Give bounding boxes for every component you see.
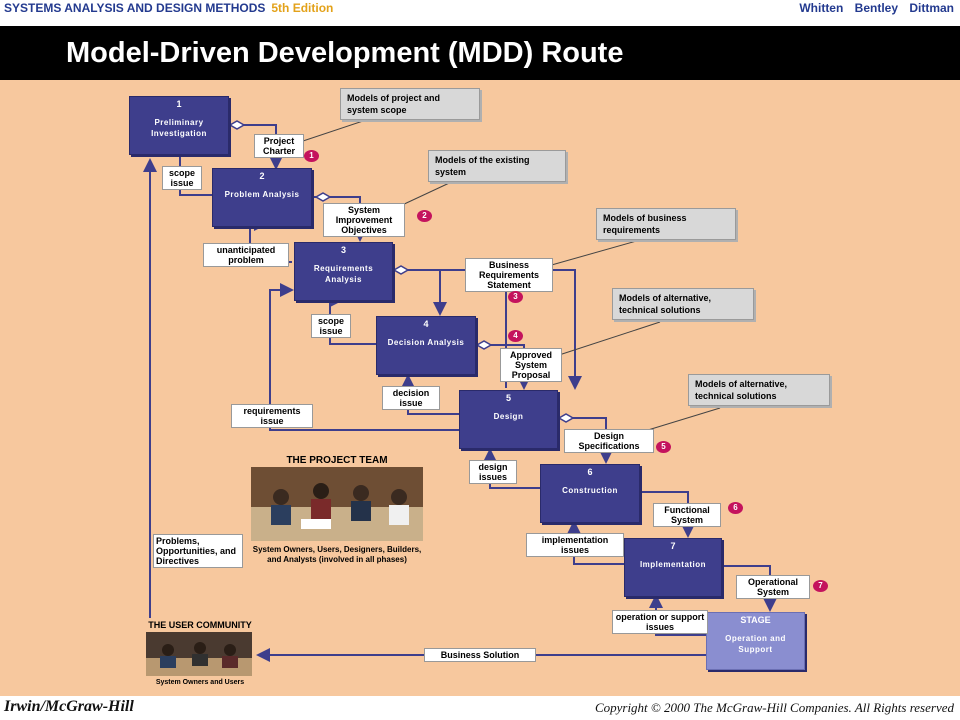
publisher: Irwin/McGraw-Hill xyxy=(4,698,134,715)
phase-requirements-analysis: 3 Requirements Analysis xyxy=(294,242,393,301)
user-community-photo xyxy=(146,632,252,676)
deliverable-badge-3: 3 xyxy=(508,291,523,303)
phase-problem-analysis: 2 Problem Analysis xyxy=(212,168,312,227)
phase-construction: 6 Construction xyxy=(540,464,640,523)
phase-name: Design xyxy=(493,412,524,421)
stage-operation-and-support: STAGE Operation and Support xyxy=(706,612,805,670)
feedback-design-issues: design issues xyxy=(469,460,517,484)
note-business-requirements: Models of business requirements xyxy=(596,208,736,240)
slide-title-bar: Model-Driven Development (MDD) Route xyxy=(0,26,960,80)
footer: Irwin/McGraw-Hill Copyright © 2000 The M… xyxy=(0,696,960,720)
phase-number: 7 xyxy=(670,541,676,551)
note-alternative-solutions-2: Models of alternative, technical solutio… xyxy=(688,374,830,406)
feedback-unanticipated-problem: unanticipated problem xyxy=(203,243,289,267)
book-name: SYSTEMS ANALYSIS AND DESIGN METHODS xyxy=(4,1,266,15)
copyright: Copyright © 2000 The McGraw-Hill Compani… xyxy=(594,700,954,715)
feedback-scope-issue-2: scope issue xyxy=(311,314,351,338)
project-team-caption: System Owners, Users, Designers, Builder… xyxy=(252,545,422,564)
deliverable-design-specifications: Design Specifications xyxy=(564,429,654,453)
book-title: SYSTEMS ANALYSIS AND DESIGN METHODS 5th E… xyxy=(4,0,333,16)
deliverable-system-improvement-objectives: System Improvement Objectives xyxy=(323,203,405,237)
project-team-photo xyxy=(251,467,423,541)
phase-decision-analysis: 4 Decision Analysis xyxy=(376,316,476,375)
phase-name: Construction xyxy=(562,486,618,495)
deliverable-badge-7: 7 xyxy=(813,580,828,592)
meeting-photo-icon xyxy=(251,467,423,541)
business-solution-label: Business Solution xyxy=(424,648,536,662)
stage-name: Operation and Support xyxy=(725,634,786,654)
feedback-operation-support-issues: operation or support issues xyxy=(612,610,708,634)
edition: 5th Edition xyxy=(271,1,334,15)
top-bar: SYSTEMS ANALYSIS AND DESIGN METHODS 5th E… xyxy=(0,0,960,18)
feedback-implementation-issues: implementation issues xyxy=(526,533,624,557)
phase-number: 5 xyxy=(505,393,511,403)
feedback-problems-opportunities: Problems, Opportunities, and Directives xyxy=(153,534,243,568)
phase-name: Preliminary Investigation xyxy=(151,118,207,138)
deliverable-approved-system-proposal: Approved System Proposal xyxy=(500,348,562,382)
phase-name: Implementation xyxy=(639,560,707,569)
user-community-title: THE USER COMMUNITY xyxy=(148,620,252,630)
phase-implementation: 7 Implementation xyxy=(624,538,722,597)
phase-preliminary-investigation: 1 Preliminary Investigation xyxy=(129,96,229,155)
phase-number: 6 xyxy=(587,467,593,477)
note-existing-system: Models of the existing system xyxy=(428,150,566,182)
phase-number: 1 xyxy=(176,99,182,109)
note-project-scope: Models of project and system scope xyxy=(340,88,480,120)
note-alternative-solutions-1: Models of alternative, technical solutio… xyxy=(612,288,754,320)
deliverable-badge-2: 2 xyxy=(417,210,432,222)
deliverable-badge-1: 1 xyxy=(304,150,319,162)
deliverable-badge-4: 4 xyxy=(508,330,523,342)
phase-name: Problem Analysis xyxy=(224,190,300,199)
deliverable-business-requirements-statement: Business Requirements Statement xyxy=(465,258,553,292)
deliverable-project-charter: Project Charter xyxy=(254,134,304,158)
phase-design: 5 Design xyxy=(459,390,558,449)
phase-name: Requirements Analysis xyxy=(313,264,374,284)
slide-title: Model-Driven Development (MDD) Route xyxy=(66,37,624,69)
stage-label: STAGE xyxy=(740,615,771,625)
phase-name: Decision Analysis xyxy=(387,338,465,347)
phase-number: 3 xyxy=(340,245,346,255)
phase-number: 4 xyxy=(423,319,429,329)
phase-number: 2 xyxy=(259,171,265,181)
feedback-requirements-issue: requirements issue xyxy=(231,404,313,428)
deliverable-operational-system: Operational System xyxy=(736,575,810,599)
feedback-decision-issue: decision issue xyxy=(382,386,440,410)
user-community-caption: System Owners and Users xyxy=(155,679,245,686)
deliverable-badge-5: 5 xyxy=(656,441,671,453)
deliverable-badge-6: 6 xyxy=(728,502,743,514)
authors: Whitten Bentley Dittman xyxy=(799,1,954,15)
users-photo-icon xyxy=(146,632,252,676)
feedback-scope-issue-1: scope issue xyxy=(162,166,202,190)
deliverable-functional-system: Functional System xyxy=(653,503,721,527)
project-team-title: THE PROJECT TEAM xyxy=(286,455,388,466)
